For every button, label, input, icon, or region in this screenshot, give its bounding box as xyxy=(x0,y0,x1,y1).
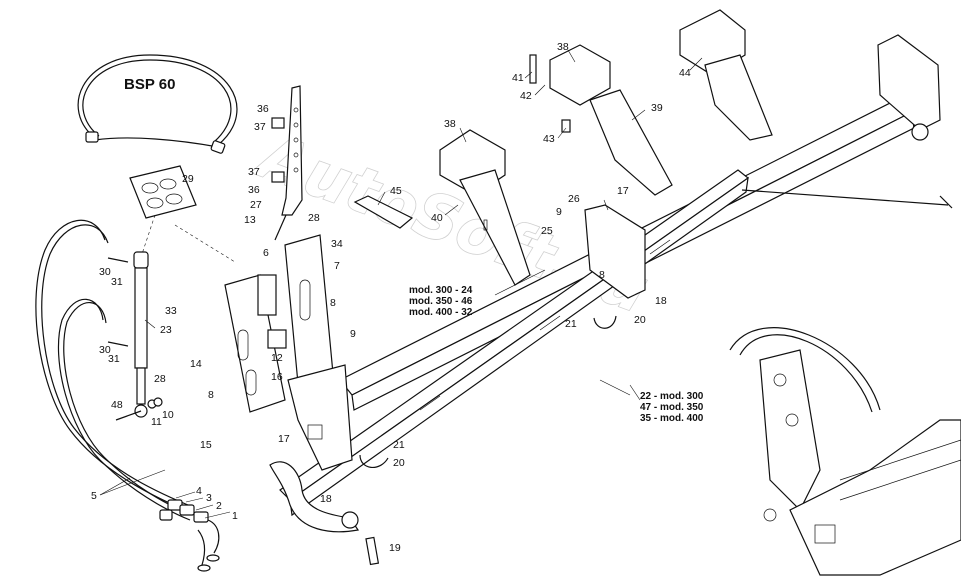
callout: 31 xyxy=(111,276,123,288)
link-plate xyxy=(353,195,414,229)
callout: 15 xyxy=(200,439,212,451)
hose-fittings xyxy=(159,499,220,572)
leader-lines xyxy=(99,49,703,519)
callout: 38 xyxy=(444,118,456,130)
model-note-a-line-1: mod. 300 - 24 xyxy=(409,285,473,296)
callout: 28 xyxy=(154,373,166,385)
callout: 23 xyxy=(160,324,172,336)
u-clamp-lower xyxy=(359,454,389,468)
callout: 36 xyxy=(248,184,260,196)
callout: 17 xyxy=(617,185,629,197)
callout: 34 xyxy=(331,238,343,250)
pin-19 xyxy=(365,536,380,566)
callout: 36 xyxy=(257,103,269,115)
callout: 13 xyxy=(244,214,256,226)
callout: 37 xyxy=(254,121,266,133)
callout: 41 xyxy=(512,72,524,84)
callout: 30 xyxy=(99,266,111,278)
inset-detail xyxy=(729,327,961,576)
callout: 21 xyxy=(565,318,577,330)
callout: 12 xyxy=(271,352,283,364)
callout: 20 xyxy=(393,457,405,469)
callout: 16 xyxy=(271,371,283,383)
callout: 20 xyxy=(634,314,646,326)
callout: 31 xyxy=(108,353,120,365)
lever-arm xyxy=(271,85,303,241)
callout: 42 xyxy=(520,90,532,102)
kit-label: BSP 60 xyxy=(124,76,175,93)
callout: 29 xyxy=(182,173,194,185)
callout: 9 xyxy=(350,328,356,340)
hydraulic-cylinder xyxy=(115,251,163,421)
model-note-b: 22 - mod. 300 47 - mod. 350 35 - mod. 40… xyxy=(640,391,704,424)
mounting-brackets xyxy=(439,9,941,299)
bracket-plates xyxy=(224,234,353,471)
callout: 8 xyxy=(599,269,605,281)
callout: 5 xyxy=(91,490,97,502)
callout: 14 xyxy=(190,358,202,370)
hydraulic-hoses xyxy=(35,219,194,521)
callout: 4 xyxy=(196,485,202,497)
model-note-a: mod. 300 - 24 mod. 350 - 46 mod. 400 - 3… xyxy=(409,285,473,318)
callout: 30 xyxy=(99,344,111,356)
callout: 9 xyxy=(556,206,562,218)
callout: 7 xyxy=(334,260,340,272)
callout: 33 xyxy=(165,305,177,317)
seal-kit-29 xyxy=(129,165,236,263)
callout: 38 xyxy=(557,41,569,53)
callout: 6 xyxy=(263,247,269,259)
callout: 10 xyxy=(162,409,174,421)
callout: 44 xyxy=(679,67,691,79)
callout: 2 xyxy=(216,500,222,512)
callout: 8 xyxy=(208,389,214,401)
callout: 11 xyxy=(151,416,162,428)
callout: 48 xyxy=(111,399,123,411)
callout: 45 xyxy=(390,185,402,197)
callout: 19 xyxy=(389,542,401,554)
model-note-b-line-3: 35 - mod. 400 xyxy=(640,413,704,424)
callout: 26 xyxy=(568,193,580,205)
callouts: 1 2 3 4 5 6 7 8 8 8 9 9 10 11 12 13 14 1… xyxy=(91,41,691,554)
callout: 37 xyxy=(248,166,260,178)
bsp-hose-kit: BSP 60 xyxy=(77,54,238,154)
model-note-a-line-2: mod. 350 - 46 xyxy=(409,296,473,307)
model-note-b-line-2: 47 - mod. 350 xyxy=(640,402,704,413)
callout: 21 xyxy=(393,439,405,451)
callout: 28 xyxy=(308,212,320,224)
callout: 3 xyxy=(206,492,212,504)
callout: 18 xyxy=(655,295,667,307)
callout: 8 xyxy=(330,297,336,309)
callout: 40 xyxy=(431,212,443,224)
model-note-a-line-3: mod. 400 - 32 xyxy=(409,307,473,318)
callout: 18 xyxy=(320,493,332,505)
callout: 1 xyxy=(232,510,238,522)
callout: 17 xyxy=(278,433,290,445)
callout: 27 xyxy=(250,199,262,211)
model-note-b-line-1: 22 - mod. 300 xyxy=(640,391,704,402)
callout: 25 xyxy=(541,225,553,237)
callout: 39 xyxy=(651,102,663,114)
u-clamp-upper xyxy=(593,315,617,329)
callout: 43 xyxy=(543,133,555,145)
